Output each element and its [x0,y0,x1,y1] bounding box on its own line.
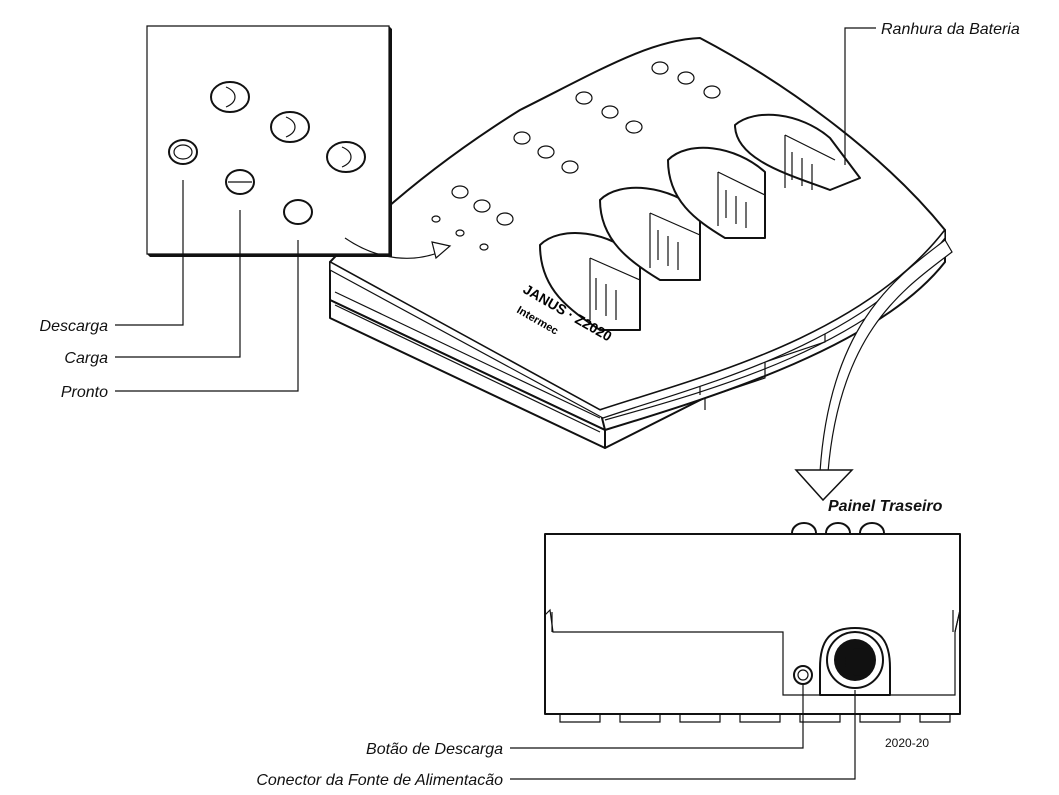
rear-panel-callouts: Botão de Descarga Conector da Fonte de A… [256,685,856,789]
charge-label: Carga [64,350,108,367]
rear-panel-title: Painel Traseiro [828,498,943,515]
battery-slots [539,113,861,331]
ready-led [283,199,313,225]
battery-slot-label: Ranhura da Bateria [881,21,1020,38]
inset-leds [168,81,366,225]
charger-body: JANUS · Z2020 Intermec [329,37,946,449]
power-connector [819,627,891,696]
figure-id: 2020-20 [885,736,929,750]
led-detail-inset [146,25,392,257]
deck-led-holes [431,61,721,251]
rear-panel-arrow [794,239,953,502]
left-callouts: Descarga Carga Pronto [40,180,299,401]
discharge-label: Descarga [40,318,109,335]
battery-slot-callout: Ranhura da Bateria [844,21,1020,165]
ready-label: Pronto [61,384,108,401]
discharge-button-label: Botão de Descarga [366,741,503,758]
rear-panel [544,522,961,723]
power-connector-label: Conector da Fonte de Alimentacão [256,772,503,789]
inset-arrow [344,237,452,260]
discharge-button [793,665,813,685]
